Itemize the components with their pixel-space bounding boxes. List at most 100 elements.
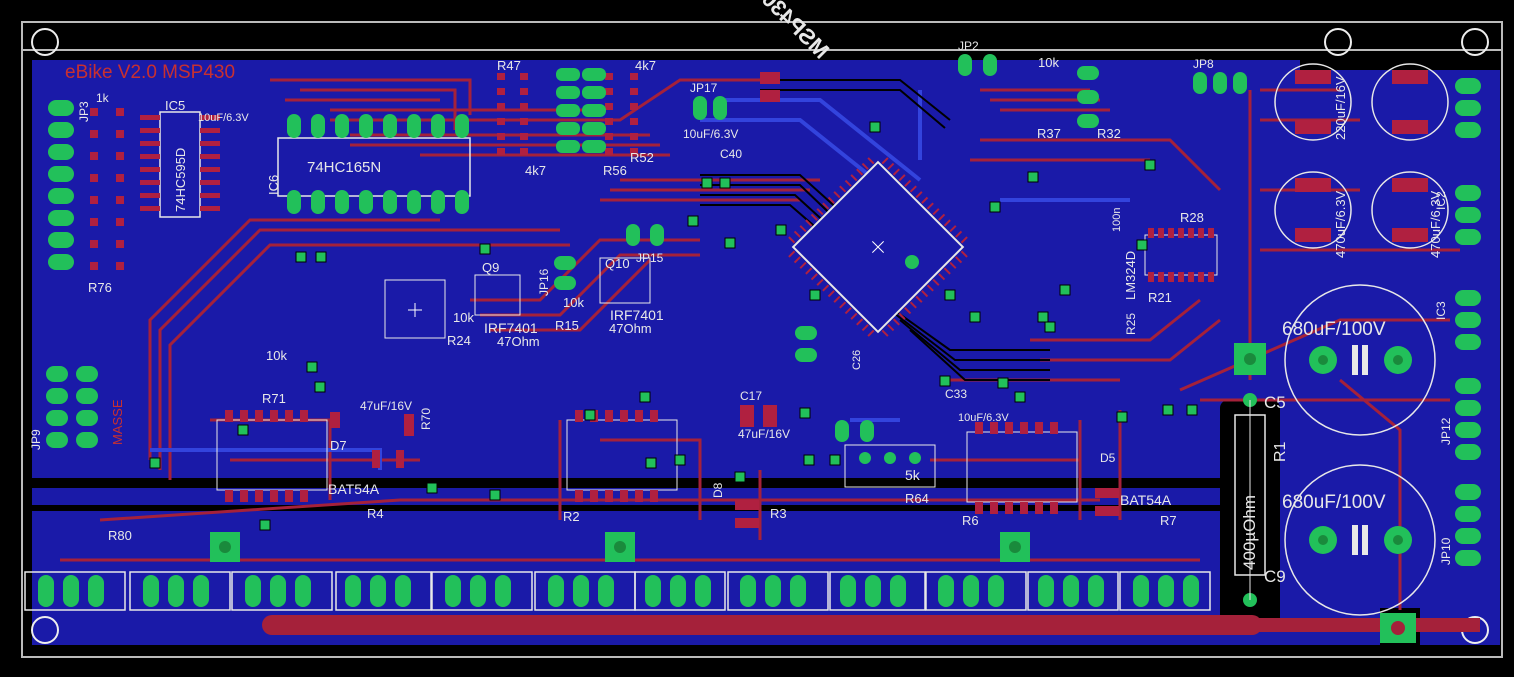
q10-ref: Q10 [605, 256, 630, 271]
r2-ref: R2 [563, 509, 580, 524]
vias [149, 121, 1198, 531]
r-1k-label: 1k [96, 91, 110, 105]
c9-ref: C9 [1264, 567, 1286, 586]
right-connectors [1455, 78, 1481, 566]
electrolytic-caps-large [1284, 284, 1436, 616]
r1-value: 400µOhm [1240, 495, 1259, 570]
cap-10u-3: 10uF/6.3V [958, 412, 1009, 424]
bat54a-1: BAT54A [328, 481, 380, 497]
ic5-part: 74HC595D [173, 148, 188, 212]
r76-label: R76 [88, 280, 112, 295]
left-resistor-array [90, 108, 124, 270]
r47-ref: R47 [497, 58, 521, 73]
jp12-ref: JP12 [1439, 417, 1453, 445]
r32-ref: R32 [1097, 126, 1121, 141]
ic6-part: 74HC165N [307, 159, 381, 176]
d5-ref: D5 [1100, 451, 1116, 465]
r-47ohm-1: 47Ohm [497, 334, 540, 349]
c26-ref: C26 [851, 350, 863, 370]
r80-ref: R80 [108, 528, 132, 543]
q9-q10-footprints [384, 257, 651, 339]
r6-ref: R6 [962, 513, 979, 528]
r64-trimmer [844, 444, 936, 488]
cap-47u-1: 47uF/16V [738, 427, 790, 441]
jp8-ref: JP8 [1193, 57, 1214, 71]
ic6-ref: IC6 [266, 175, 281, 195]
power-bus [262, 615, 1262, 635]
r52-ref: R52 [630, 150, 654, 165]
shunt-r1 [1234, 343, 1266, 607]
r70-ref: R70 [419, 408, 433, 430]
c17-ref: C17 [740, 389, 762, 403]
jp9-header [46, 366, 98, 448]
board-title: eBike V2.0 MSP430 [65, 62, 235, 83]
c5-ref: C5 [1264, 393, 1286, 412]
lm324-part: LM324D [1123, 251, 1138, 300]
r-4k7-top: 4k7 [635, 58, 656, 73]
r24-ref: R24 [447, 333, 471, 348]
jp15-ref: JP15 [636, 251, 664, 265]
r-47ohm-2: 47Ohm [609, 321, 652, 336]
smd-caps [330, 72, 1119, 528]
jp9-ref: JP9 [29, 429, 43, 450]
electrolytic-caps-small [1274, 63, 1449, 249]
r4-ref: R4 [367, 506, 384, 521]
cap-pads [1295, 70, 1428, 242]
mcu-via [905, 255, 919, 269]
r64-value: 5k [905, 467, 921, 483]
gate-driver-ics [216, 410, 1078, 514]
r-10k-71: 10k [266, 348, 287, 363]
cap-470u-label-1: 470uF/6.3V [1333, 190, 1348, 258]
r-100n: 100n [1111, 208, 1123, 232]
r7-ref: R7 [1160, 513, 1177, 528]
q9-ref: Q9 [482, 260, 499, 275]
r-10k-top-right: 10k [1038, 55, 1059, 70]
lm324-soic [1144, 228, 1218, 282]
jp3-ref: JP3 [77, 101, 91, 122]
mcu-ic [788, 157, 968, 337]
cap-220u-label: 220uF/16V [1333, 76, 1348, 140]
jp3-header [48, 100, 74, 270]
cap-680u-label-1: 680uF/100V [1282, 319, 1386, 340]
cap-10u-2: 10uF/6.3V [198, 112, 249, 124]
cap-10u-1: 10uF/6.3V [683, 127, 738, 141]
cap-470u-label-2: 470uF/6.3V [1428, 190, 1443, 258]
jp2-ref: JP2 [958, 39, 979, 53]
ic6-dip [277, 114, 471, 214]
mosfet-row [24, 571, 1211, 611]
c33-ref: C33 [945, 387, 967, 401]
r-10k-2: 10k [563, 295, 584, 310]
ic2-ref: IC2 [1434, 191, 1448, 210]
r-4k7-bottom: 4k7 [525, 163, 546, 178]
ic5-ref: IC5 [165, 98, 185, 113]
resistor-array-pads-green [556, 68, 606, 153]
board-outline [21, 21, 1503, 658]
r56-ref: R56 [603, 163, 627, 178]
ic5-soic [140, 111, 220, 218]
c40-ref: C40 [720, 147, 742, 161]
d7-ref: D7 [330, 438, 347, 453]
r37-ref: R37 [1037, 126, 1061, 141]
jp16-ref: JP16 [537, 268, 551, 296]
r64-ref: R64 [905, 491, 929, 506]
irf-left: IRF7401 [484, 320, 538, 336]
r-10k-1: 10k [453, 310, 474, 325]
masse-label: MASSE [110, 399, 125, 445]
d8-ref: D8 [711, 482, 725, 498]
jp17-ref: JP17 [690, 81, 718, 95]
irf-right: IRF7401 [610, 307, 664, 323]
cap-680u-label-2: 680uF/100V [1282, 492, 1386, 513]
r25-ref: R25 [1124, 313, 1138, 335]
cap-47u-2: 47uF/16V [360, 399, 412, 413]
large-cap-pads [1309, 345, 1412, 555]
r1-ref: R1 [1272, 441, 1289, 462]
ic3-ref: IC3 [1434, 301, 1448, 320]
bat54a-2: BAT54A [1120, 492, 1172, 508]
r71-ref: R71 [262, 391, 286, 406]
jp10-ref: JP10 [1439, 537, 1453, 565]
r15-ref: R15 [555, 318, 579, 333]
r21-ref: R21 [1148, 290, 1172, 305]
resistor-arrays-top [497, 73, 638, 155]
power-square-pads [210, 532, 1416, 643]
